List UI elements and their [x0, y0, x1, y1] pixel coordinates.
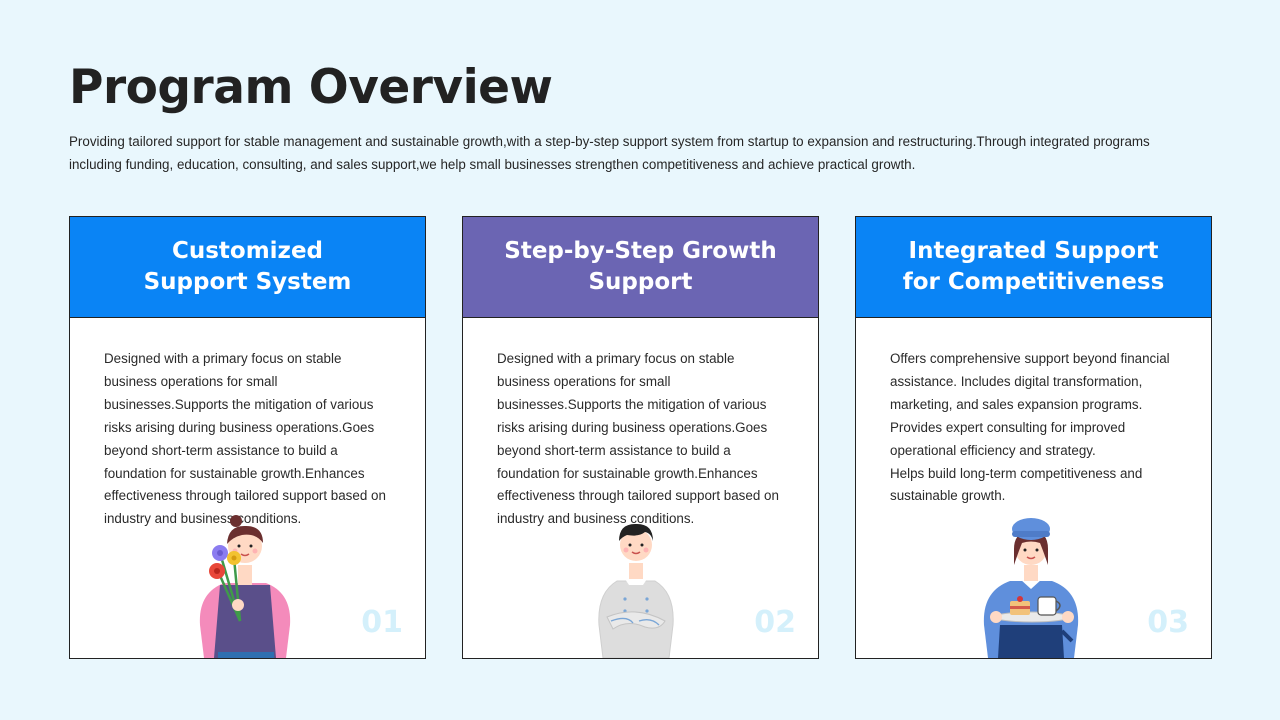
page-subtitle: Providing tailored support for stable ma… — [69, 134, 1150, 172]
barista-illustration — [983, 518, 1079, 658]
card-description: Designed with a primary focus on stable … — [104, 351, 386, 527]
card-customized-support: Customized Support System Designed with … — [69, 216, 426, 659]
florist-illustration — [199, 515, 291, 658]
card-description: Designed with a primary focus on stable … — [497, 351, 779, 527]
card-description: Offers comprehensive support beyond fina… — [890, 351, 1170, 504]
card-header: Customized Support System — [70, 217, 425, 318]
card-step-by-step-growth: Step-by-Step Growth Support Designed wit… — [462, 216, 819, 659]
chef-illustration — [598, 523, 674, 658]
card-header: Integrated Support for Competitiveness — [856, 217, 1211, 318]
card-integrated-support: Integrated Support for Competitiveness O… — [855, 216, 1212, 659]
card-header: Step-by-Step Growth Support — [463, 217, 818, 318]
card-number: 01 — [361, 605, 403, 640]
page-title: Program Overview — [69, 60, 553, 115]
card-number: 03 — [1147, 605, 1189, 640]
card-number: 02 — [754, 605, 796, 640]
